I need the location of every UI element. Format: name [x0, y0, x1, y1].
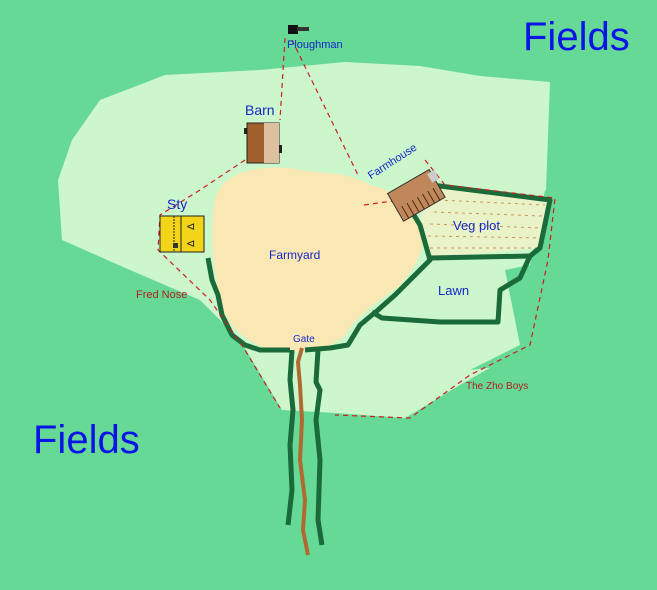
lawn-label: Lawn	[438, 283, 470, 298]
fields-label-top: Fields	[523, 15, 630, 59]
veg-plot-pattern	[427, 199, 546, 249]
sty-building: ⊲ ⊲	[159, 215, 205, 253]
zho-boys-label: The Zho Boys	[466, 381, 529, 392]
hedges	[205, 182, 553, 546]
veg-plot-label: Veg plot	[453, 218, 500, 233]
farmyard-area	[212, 167, 424, 352]
fred-nose-label: Fred Nose	[136, 289, 188, 301]
sty-label: Sty	[167, 196, 188, 212]
gate-label: Gate	[293, 334, 315, 345]
svg-text:⊲: ⊲	[186, 221, 195, 233]
fields-label-bottom: Fields	[33, 418, 140, 462]
farm-path	[295, 347, 310, 556]
barn-label: Barn	[245, 102, 275, 118]
barn-building	[244, 122, 282, 164]
farmyard-label: Farmyard	[269, 248, 321, 262]
ploughman-icon	[288, 25, 309, 34]
ploughman-label: Ploughman	[287, 39, 343, 51]
farmhouse-building	[386, 168, 446, 222]
svg-text:⊲: ⊲	[186, 238, 195, 250]
